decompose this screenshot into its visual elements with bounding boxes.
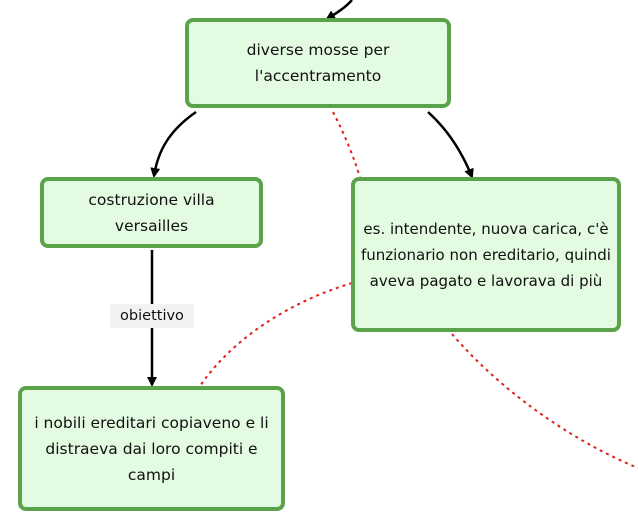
- node-nobili-ereditari[interactable]: i nobili ereditari copiaveno e li distra…: [18, 386, 285, 511]
- node-costruzione-versailles[interactable]: costruzione villa versailles: [40, 177, 263, 248]
- arrow-mosse-to-versailles: [150, 110, 197, 178]
- node-intendente-text: es. intendente, nuova carica, c'è funzio…: [361, 219, 611, 290]
- node-costruzione-versailles-text: costruzione villa versailles: [88, 190, 215, 235]
- edge-label-obiettivo[interactable]: obiettivo: [110, 304, 194, 328]
- arrow-mosse-to-intendente: [427, 111, 474, 179]
- arrow-incoming-top: [325, 0, 353, 21]
- node-diverse-mosse-text: diverse mosse per l'accentramento: [246, 41, 390, 85]
- node-nobili-ereditari-text: i nobili ereditari copiaveno e li distra…: [34, 413, 269, 484]
- dotted-link-intendente-offscreen: [451, 333, 638, 469]
- dotted-link-intendente-nobili: [199, 282, 353, 387]
- node-intendente[interactable]: es. intendente, nuova carica, c'è funzio…: [351, 177, 621, 332]
- node-diverse-mosse[interactable]: diverse mosse per l'accentramento: [185, 18, 451, 108]
- dotted-link-mosse-intendente: [332, 111, 361, 179]
